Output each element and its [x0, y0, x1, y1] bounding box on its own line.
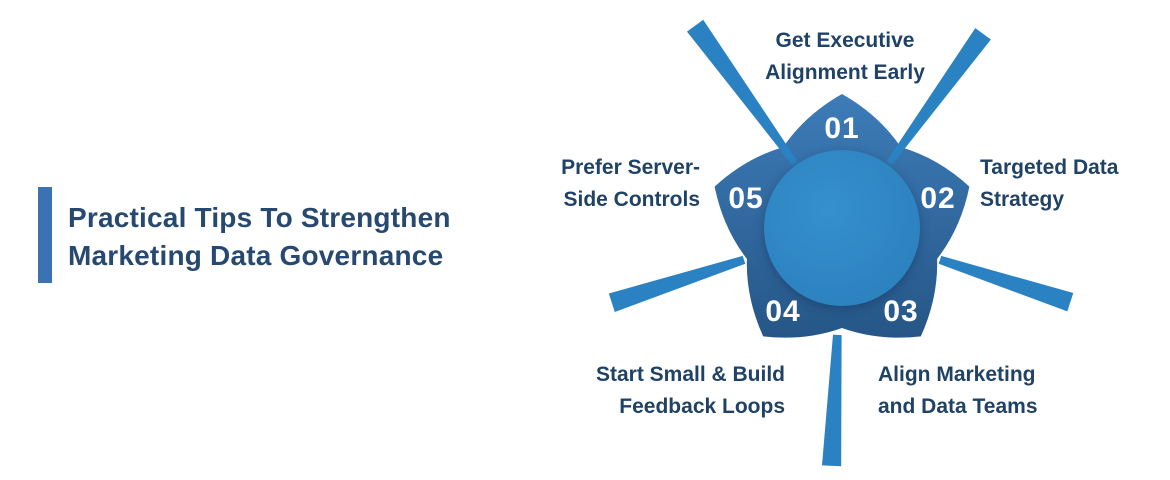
hub-circle	[764, 150, 920, 306]
page-title-line1: Practical Tips To Strengthen	[68, 202, 451, 233]
step-number-03: 03	[883, 295, 918, 328]
step-label-line1: Start Small & Build	[595, 363, 785, 386]
step-label-line1: Prefer Server-	[561, 156, 700, 179]
page-title: Practical Tips To Strengthen Marketing D…	[68, 199, 538, 275]
step-label-targeted-data-strategy: Targeted Data Strategy	[980, 152, 1170, 216]
step-label-line1: Get Executive	[775, 29, 915, 52]
spoke-top-right	[886, 28, 991, 166]
step-number-04: 04	[765, 295, 800, 328]
step-number-05: 05	[728, 182, 763, 215]
spoke-right	[938, 255, 1074, 312]
step-label-line2: Strategy	[980, 188, 1065, 211]
page-title-line2: Marketing Data Governance	[68, 240, 444, 271]
step-label-prefer-server-side-controls: Prefer Server- Side Controls	[490, 152, 700, 216]
step-label-align-marketing-and-data-teams: Align Marketing and Data Teams	[878, 359, 1118, 423]
step-label-line2: Feedback Loops	[619, 395, 785, 418]
step-label-line2: Alignment Early	[765, 61, 925, 84]
step-number-01: 01	[824, 112, 859, 145]
step-label-line2: and Data Teams	[878, 395, 1038, 418]
title-accent-bar	[38, 187, 52, 283]
step-label-line1: Targeted Data	[980, 156, 1119, 179]
spoke-left	[608, 255, 746, 312]
step-label-start-small-build-feedback-loops: Start Small & Build Feedback Loops	[525, 359, 785, 423]
spoke-top-left	[687, 19, 798, 166]
spoke-bottom	[822, 334, 842, 467]
step-label-get-executive-alignment-early: Get Executive Alignment Early	[665, 25, 1025, 89]
step-number-02: 02	[920, 182, 955, 215]
step-label-line1: Align Marketing	[878, 363, 1036, 386]
step-label-line2: Side Controls	[563, 188, 700, 211]
